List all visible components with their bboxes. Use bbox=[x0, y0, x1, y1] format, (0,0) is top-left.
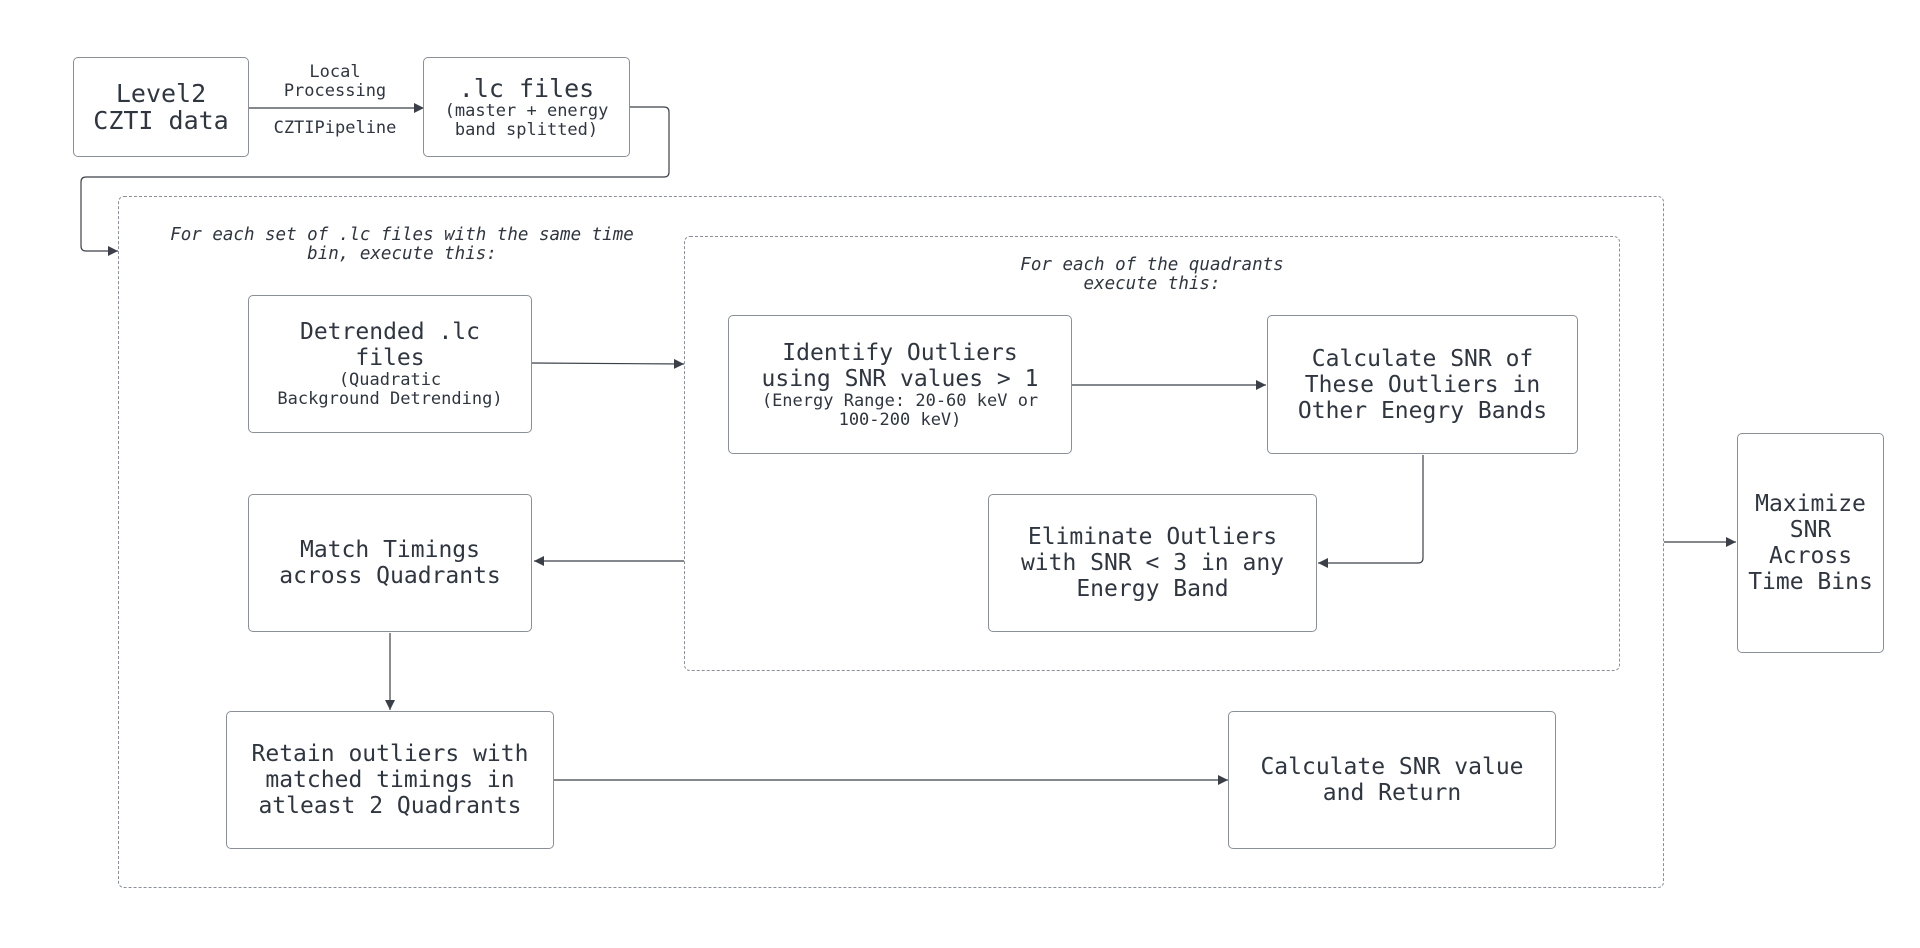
node-detrended-subtitle: (Quadratic Background Detrending) bbox=[277, 370, 503, 409]
node-lc-files-title: .lc files bbox=[458, 73, 595, 103]
node-match-timings: Match Timings across Quadrants bbox=[248, 494, 532, 632]
node-level2-czti-data: Level2 CZTI data bbox=[73, 57, 249, 157]
node-identify-outliers: Identify Outliers using SNR values > 1 (… bbox=[728, 315, 1072, 454]
node-lc-files: .lc files (master + energy band splitted… bbox=[423, 57, 630, 157]
node-detrended-title: Detrended .lc files bbox=[299, 319, 480, 371]
node-maximize-snr: Maximize SNR Across Time Bins bbox=[1737, 433, 1884, 653]
node-eliminate-outliers: Eliminate Outliers with SNR < 3 in any E… bbox=[988, 494, 1317, 632]
node-detrended-lc-files: Detrended .lc files (Quadratic Backgroun… bbox=[248, 295, 532, 433]
arrow-lc-to-outer-loop bbox=[80, 106, 670, 256]
node-lc-files-subtitle: (master + energy band splitted) bbox=[444, 100, 609, 140]
node-identify-title: Identify Outliers using SNR values > 1 bbox=[761, 339, 1039, 392]
outer-loop-container bbox=[118, 196, 1664, 888]
edge-label-local-processing: Local Processing bbox=[283, 62, 387, 101]
node-retain-outliers: Retain outliers with matched timings in … bbox=[226, 711, 554, 849]
node-identify-subtitle: (Energy Range: 20-60 keV or 100-200 keV) bbox=[761, 390, 1039, 430]
outer-loop-note: For each set of .lc files with the same … bbox=[170, 225, 634, 264]
edge-label-czti-pipeline: CZTIPipeline bbox=[273, 118, 397, 138]
node-calculate-snr-return: Calculate SNR value and Return bbox=[1228, 711, 1556, 849]
arrow-calc-other-to-eliminate bbox=[1318, 455, 1424, 568]
arrow-detrended-to-inner-loop bbox=[531, 358, 685, 369]
node-calculate-snr-other-bands: Calculate SNR of These Outliers in Other… bbox=[1267, 315, 1578, 454]
inner-loop-container bbox=[684, 236, 1620, 671]
inner-loop-note: For each of the quadrants execute this: bbox=[1020, 255, 1284, 294]
